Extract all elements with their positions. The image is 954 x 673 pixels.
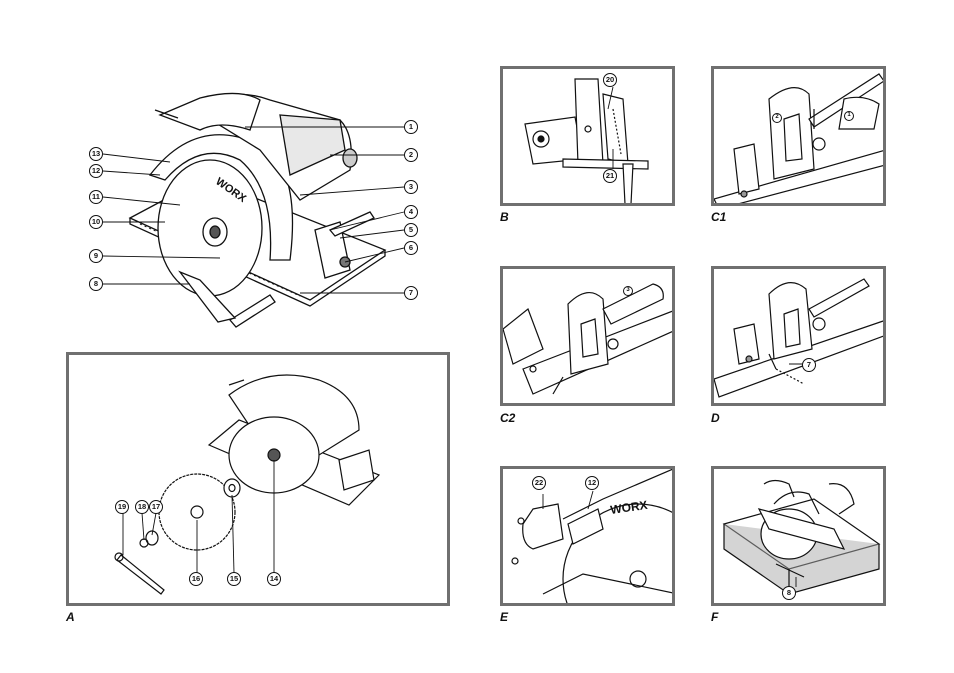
callout-12: 12 <box>89 164 103 178</box>
figure-f-caption: F <box>711 610 719 624</box>
callout-16: 16 <box>189 572 203 586</box>
figure-b-panel: 20 21 <box>500 66 675 206</box>
figure-e-caption: E <box>500 610 509 624</box>
callout-18: 18 <box>135 500 149 514</box>
figure-c2-caption: C2 <box>500 411 516 425</box>
callout-1: 1 <box>404 120 418 134</box>
callout-14: 14 <box>267 572 281 586</box>
figure-f-drawing <box>722 479 881 595</box>
callout-7: 7 <box>404 286 418 300</box>
callout-15: 15 <box>227 572 241 586</box>
figure-d-drawing <box>714 278 883 398</box>
figure-e-drawing: WORX <box>511 469 672 603</box>
callout-21: 21 <box>603 169 617 183</box>
figure-c1-drawing <box>714 73 883 203</box>
callout-8: 8 <box>89 277 103 291</box>
figure-f-panel: 8 <box>711 466 886 606</box>
figure-c1-caption: C1 <box>711 210 727 224</box>
figure-a-panel: 19 18 17 16 15 14 <box>66 352 450 606</box>
figure-e-panel: WORX 22 12 <box>500 466 675 606</box>
callout-2: 2 <box>404 148 418 162</box>
callout-19: 19 <box>115 500 129 514</box>
callout-4: 4 <box>404 205 418 219</box>
callout-17: 17 <box>149 500 163 514</box>
figure-c2-panel: 3 <box>500 266 675 406</box>
callout-9: 9 <box>89 249 103 263</box>
figure-b-drawing <box>524 78 649 203</box>
callout-13: 13 <box>89 147 103 161</box>
figure-d-caption: D <box>711 411 720 425</box>
callout-5: 5 <box>404 223 418 237</box>
callout-e-22: 22 <box>532 476 546 490</box>
brand-logo: WORX <box>609 498 648 517</box>
figure-c1-panel: 2 1 <box>711 66 886 206</box>
callout-e-12: 12 <box>585 476 599 490</box>
callout-10: 10 <box>89 215 103 229</box>
figure-a-caption: A <box>66 610 75 624</box>
callout-20: 20 <box>603 73 617 87</box>
callout-f-8: 8 <box>782 586 796 600</box>
figure-c2-drawing <box>503 283 672 395</box>
callout-6: 6 <box>404 241 418 255</box>
callout-c1-1: 1 <box>844 111 854 121</box>
figure-d-panel: 7 <box>711 266 886 406</box>
figure-b-caption: B <box>500 210 509 224</box>
callout-3: 3 <box>404 180 418 194</box>
figure-a-drawing <box>114 374 381 595</box>
callout-11: 11 <box>89 190 103 204</box>
callout-c1-2: 2 <box>772 113 782 123</box>
callout-d-7: 7 <box>802 358 816 372</box>
callout-c2-3: 3 <box>623 286 633 296</box>
